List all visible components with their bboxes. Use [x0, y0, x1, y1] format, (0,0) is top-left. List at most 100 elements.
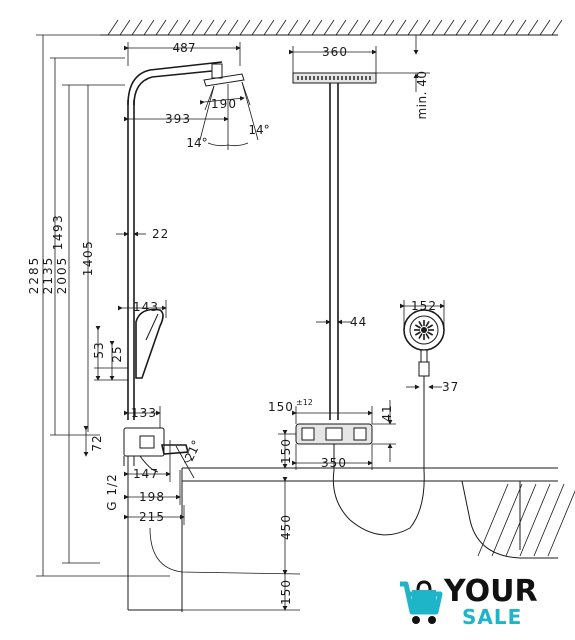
dim-41: 41	[380, 404, 394, 421]
nozzle-dot	[365, 76, 367, 80]
ceiling-hatch-line	[179, 19, 191, 36]
spray-ray	[414, 331, 421, 336]
dim-22: 22	[152, 227, 169, 241]
ceiling-hatch-line	[503, 19, 515, 36]
nozzle-dot	[369, 76, 371, 80]
cart-icon	[400, 580, 443, 624]
label-g-half: G 1/2	[105, 473, 119, 510]
dim-72: 72	[90, 434, 104, 451]
logo-word-bottom: SALE	[462, 605, 523, 629]
nozzle-dot	[317, 76, 319, 80]
thermostat-front	[295, 384, 425, 536]
tol-12: ±12	[296, 398, 313, 407]
ceiling-hatch-line	[131, 19, 143, 36]
dim-450: 450	[279, 514, 293, 540]
dim-393: 393	[165, 112, 191, 126]
dim-143: 143	[133, 300, 159, 314]
dim-198: 198	[139, 490, 165, 504]
tub-hatch-line	[505, 483, 537, 557]
angle-14-left: 14°	[186, 136, 207, 150]
hand-shower-front	[403, 309, 445, 384]
nozzle-dot	[305, 76, 307, 80]
dim-350: 350	[321, 456, 347, 470]
ceiling-hatch-line	[335, 19, 347, 36]
ceiling-hatch-line	[407, 19, 419, 36]
dim-min40: min. 40	[415, 70, 429, 119]
nozzle-dot	[329, 76, 331, 80]
dim-147: 147	[133, 467, 159, 481]
ceiling-hatch-line	[119, 19, 131, 36]
dim-150-mixer: 150	[279, 438, 293, 464]
ceiling-hatch-line	[527, 19, 539, 36]
dim-37: 37	[442, 380, 459, 394]
brand-logo: YOUR SALE	[396, 574, 546, 630]
ceiling-hatch-line	[347, 19, 359, 36]
dim-1405: 1405	[81, 240, 95, 277]
dim-25: 25	[110, 345, 124, 362]
ceiling-hatch-line	[191, 19, 203, 36]
ceiling-hatch-line	[443, 19, 455, 36]
spray-ray	[427, 331, 434, 336]
nozzle-dot	[357, 76, 359, 80]
nozzle-dot	[333, 76, 335, 80]
nozzle-dot	[345, 76, 347, 80]
nozzle-dot	[309, 76, 311, 80]
angle-21: 21°	[182, 438, 204, 463]
ceiling-hatch-line	[215, 19, 227, 36]
spray-ray	[414, 324, 421, 329]
ceiling-hatch-line	[539, 19, 551, 36]
dim-2285: 2285	[27, 256, 41, 295]
nozzle-dot	[341, 76, 343, 80]
dim-1493: 1493	[51, 214, 65, 251]
dim-2135: 2135	[41, 256, 55, 295]
nozzle-dot	[297, 76, 299, 80]
ceiling-hatch-line	[323, 19, 335, 36]
nozzle-dot	[301, 76, 303, 80]
dim-360: 360	[322, 45, 348, 59]
ceiling-hatch-line	[491, 19, 503, 36]
nozzle-dot	[361, 76, 363, 80]
ceiling-hatch-line	[383, 19, 395, 36]
dim-487-line	[124, 42, 241, 66]
ceiling-hatch-line	[371, 19, 383, 36]
ceiling-hatch-line	[395, 19, 407, 36]
spray-ray	[427, 324, 434, 329]
ceiling-hatch-line	[203, 19, 215, 36]
dim-150-floor: 150	[279, 579, 293, 605]
dim-152: 152	[411, 299, 437, 313]
dim-133: 133	[131, 406, 157, 420]
ceiling-hatch-line	[431, 19, 443, 36]
ceiling-hatch-line	[515, 19, 527, 36]
ceiling-hatch-line	[155, 19, 167, 36]
dim-44: 44	[350, 315, 367, 329]
dim-150-12: 150	[268, 400, 294, 414]
thermostat-side	[123, 427, 190, 473]
nozzle-dot	[349, 76, 351, 80]
dim-215: 215	[139, 510, 165, 524]
tub-hatch-line	[519, 483, 551, 557]
ceiling	[100, 19, 563, 36]
tub-hatch-line	[491, 483, 523, 557]
logo-word-top: YOUR	[444, 574, 538, 609]
ceiling-hatch-line	[143, 19, 155, 36]
height-dimension-lines	[36, 34, 170, 577]
spray-ray	[418, 320, 423, 327]
nozzle-dot	[313, 76, 315, 80]
spray-ray	[418, 333, 423, 340]
ceiling-hatch-line	[167, 19, 179, 36]
tub-hatch-line	[477, 483, 509, 557]
ceiling-hatch-line	[359, 19, 371, 36]
dim-2005: 2005	[55, 256, 69, 295]
dim-190: 190	[211, 97, 237, 111]
ceiling-hatch-line	[239, 19, 251, 36]
spray-center	[421, 327, 427, 333]
ceiling-hatch-line	[299, 19, 311, 36]
nozzle-dot	[321, 76, 323, 80]
ceiling-hatch-line	[419, 19, 431, 36]
ceiling-hatch-line	[263, 19, 275, 36]
ceiling-hatch-line	[287, 19, 299, 36]
riser-pipe-side	[127, 61, 259, 420]
ceiling-hatch-line	[311, 19, 323, 36]
ceiling-hatch-line	[227, 19, 239, 36]
